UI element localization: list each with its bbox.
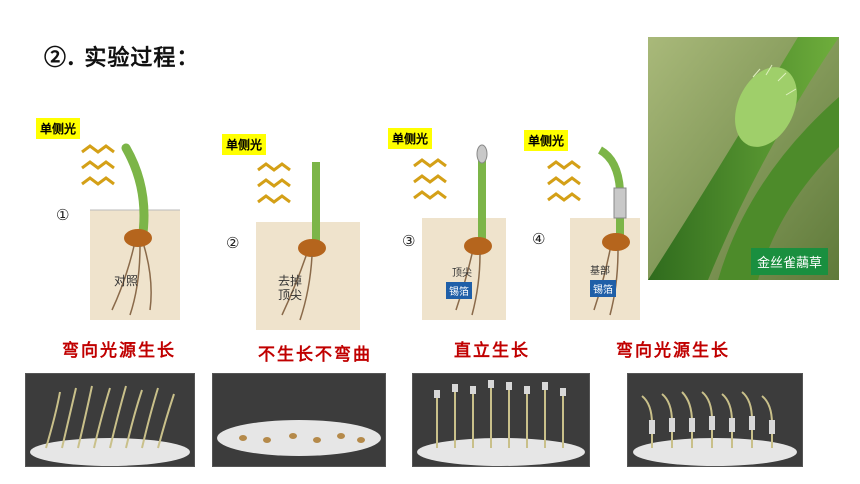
experiment-panel-3: 单侧光 ③ 顶尖 锡箔 xyxy=(386,120,506,320)
coleoptile-diagram xyxy=(81,143,180,320)
coleoptile-diagram xyxy=(413,144,506,320)
panel-number: ④ xyxy=(532,230,546,248)
foil-sleeve-icon xyxy=(613,187,627,219)
panel-label: 基部 xyxy=(590,266,610,277)
light-rays-icon xyxy=(547,160,581,202)
foil-label: 锡箔 xyxy=(590,280,616,297)
panel-number: ③ xyxy=(402,232,416,250)
foil-cap-icon xyxy=(476,144,488,164)
result-photo-3 xyxy=(412,373,590,467)
coleoptile-diagram xyxy=(547,146,640,320)
canary-grass-photo xyxy=(648,37,839,280)
experiment-panel-2: 单侧光 ② 去掉 顶尖 xyxy=(220,130,360,330)
light-rays-icon xyxy=(413,158,447,200)
page-title: ②. 实验过程： xyxy=(44,45,200,71)
panel-number: ① xyxy=(56,206,70,224)
experiment-panel-4: 单侧光 ④ 基部 锡箔 xyxy=(520,120,640,320)
light-label: 单侧光 xyxy=(388,128,433,149)
panel-label: 对照 xyxy=(114,274,139,288)
light-label: 单侧光 xyxy=(36,118,81,139)
panel-number: ② xyxy=(226,234,240,252)
light-rays-icon xyxy=(257,162,291,204)
result-photo-4 xyxy=(627,373,803,467)
result-text-1: 弯向光源生长 xyxy=(62,341,176,361)
light-label: 单侧光 xyxy=(222,134,267,155)
result-text-4: 弯向光源生长 xyxy=(616,341,730,361)
light-label: 单侧光 xyxy=(524,130,569,151)
coleoptile-diagram xyxy=(256,162,360,330)
foil-label: 锡箔 xyxy=(446,282,472,299)
panel-label: 顶尖 xyxy=(278,288,303,302)
result-text-2: 不生长不弯曲 xyxy=(258,345,372,365)
experiment-panel-1: 单侧光 ① 对照 xyxy=(30,110,180,320)
plant-caption: 金丝雀虉草 xyxy=(751,248,829,275)
result-photo-1 xyxy=(25,373,195,467)
result-photo-2 xyxy=(212,373,386,467)
panel-label: 去掉 xyxy=(278,274,303,288)
result-text-3: 直立生长 xyxy=(454,341,530,361)
panel-label: 顶尖 xyxy=(452,268,472,279)
light-rays-icon xyxy=(81,144,115,186)
